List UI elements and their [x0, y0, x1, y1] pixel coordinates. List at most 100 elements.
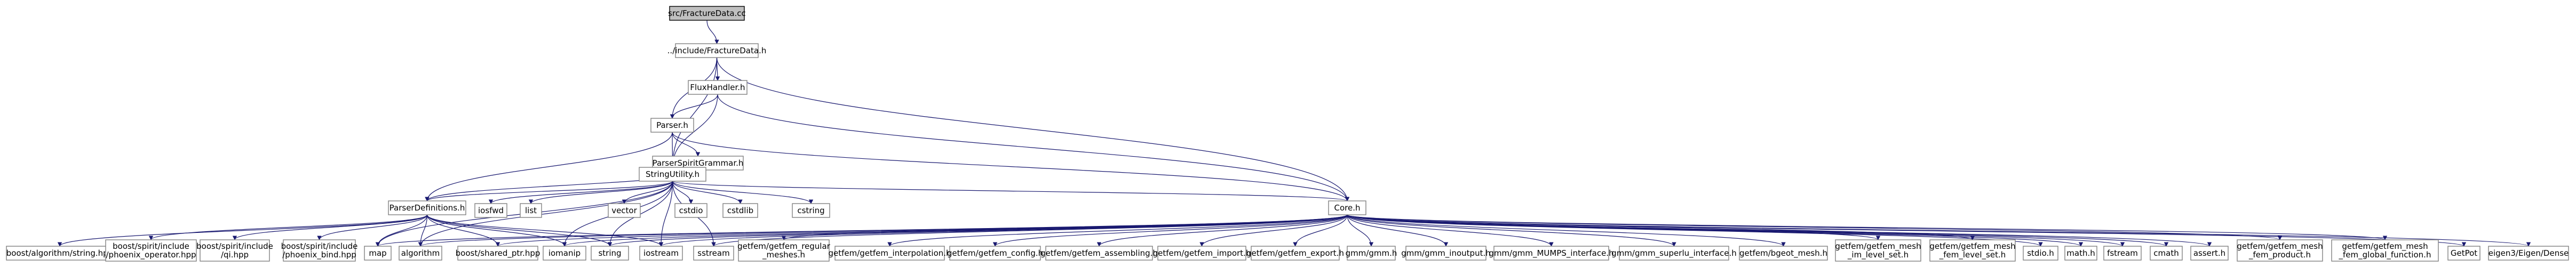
- edge-fracture-data-to-core: [716, 57, 1350, 201]
- node-box: [1347, 246, 1396, 261]
- edge-parser-definitions-to-boost-phoenix-bind: [317, 214, 428, 240]
- edge-string-utility-to-core: [672, 181, 1349, 201]
- node-label: GetPot: [2451, 248, 2477, 258]
- edge-core-to-string: [608, 214, 1348, 247]
- node-box: [474, 203, 507, 218]
- node-boost-qi[interactable]: boost/spirit/include/qi.hpp: [196, 239, 273, 262]
- node-label: FluxHandler.h: [690, 83, 745, 92]
- node-gmm-superlu[interactable]: gmm/gmm_superlu_interface.h: [1611, 246, 1737, 261]
- node-boost-phoenix-operator[interactable]: boost/spirit/include/phoenix_operator.hp…: [105, 239, 197, 262]
- node-label: /qi.hpp: [221, 250, 249, 260]
- node-math[interactable]: math.h: [2064, 246, 2097, 261]
- node-label: getfem/bgeot_mesh.h: [1739, 248, 1827, 258]
- node-label: src/FractureData.cc: [668, 9, 746, 18]
- node-fstream[interactable]: fstream: [2103, 246, 2142, 261]
- node-box: [105, 239, 197, 262]
- node-box: [1405, 246, 1486, 261]
- edge-core-to-assert: [1347, 214, 2212, 247]
- node-cmath[interactable]: cmath: [2150, 246, 2183, 261]
- node-stdio[interactable]: stdio.h: [2023, 246, 2058, 261]
- node-getfem-assembling[interactable]: getfem/getfem_assembling.h: [1040, 246, 1158, 261]
- node-label: cstring: [797, 206, 824, 215]
- node-getfem-import[interactable]: getfem/getfem_import.h: [1153, 246, 1251, 261]
- node-box: [949, 246, 1041, 261]
- node-getfem-interpolation[interactable]: getfem/getfem_interpolation.h: [828, 246, 951, 261]
- edge-flux-handler-to-string-utility: [670, 94, 718, 168]
- edge-fracture-data-to-string-utility: [670, 57, 718, 168]
- node-box: [457, 246, 538, 261]
- node-box: [688, 80, 748, 95]
- edge-core-to-eigen-dense: [1347, 214, 2531, 247]
- node-sstream[interactable]: sstream: [693, 246, 734, 261]
- node-box: [2331, 239, 2439, 262]
- node-parser[interactable]: Parser.h: [650, 118, 694, 133]
- edge-core-to-getfem-interpolation: [887, 214, 1348, 247]
- node-label: fstream: [2107, 248, 2138, 258]
- node-box: [1739, 246, 1828, 261]
- edge-string-utility-to-iostream: [658, 181, 673, 247]
- node-boost-algo-string[interactable]: boost/algorithm/string.hpp: [6, 246, 114, 261]
- node-fracture-data[interactable]: ../include/FractureData.h: [667, 43, 767, 58]
- node-label: getfem/getfem_assembling.h: [1040, 248, 1158, 258]
- node-cstdlib[interactable]: cstdlib: [722, 203, 758, 218]
- node-box: [738, 239, 830, 262]
- node-box: [2488, 246, 2569, 261]
- edge-parser-definitions-to-boost-phoenix-operator: [148, 214, 428, 240]
- node-box: [388, 200, 466, 215]
- node-label: string: [598, 248, 621, 258]
- node-getfem-export[interactable]: getfem/getfem_export.h: [1246, 246, 1344, 261]
- node-getfem-config[interactable]: getfem/getfem_config.h: [947, 246, 1043, 261]
- node-flux-handler[interactable]: FluxHandler.h: [688, 80, 748, 95]
- node-getfem-mesh-fem-level-set[interactable]: getfem/getfem_mesh_fem_level_set.h: [1929, 239, 2016, 262]
- node-box: [364, 246, 392, 261]
- edge-flux-handler-to-core: [717, 94, 1350, 201]
- node-getfem-mesh-im-level-set[interactable]: getfem/getfem_mesh_im_level_set.h: [1835, 239, 1921, 262]
- node-getfem-regular-meshes[interactable]: getfem/getfem_regular_meshes.h: [737, 239, 831, 262]
- node-gmm-inoutput[interactable]: gmm/gmm_inoutput.h: [1401, 246, 1491, 261]
- node-getfem-bgeot[interactable]: getfem/bgeot_mesh.h: [1739, 246, 1828, 261]
- node-parser-definitions[interactable]: ParserDefinitions.h: [388, 200, 466, 215]
- edge-core-to-map: [376, 214, 1348, 247]
- edge-parser-definitions-to-map: [375, 214, 428, 247]
- node-get-pot[interactable]: GetPot: [2447, 246, 2480, 261]
- node-cstdio[interactable]: cstdio: [674, 203, 707, 218]
- node-box: [2103, 246, 2142, 261]
- node-vector[interactable]: vector: [608, 203, 641, 218]
- node-iostream[interactable]: iostream: [639, 246, 683, 261]
- edge-core-to-getfem-config: [992, 214, 1348, 247]
- node-boost-shared-ptr[interactable]: boost/shared_ptr.hpp: [456, 246, 540, 261]
- node-getfem-mesh-fem-global[interactable]: getfem/getfem_mesh_fem_global_function.h: [2331, 239, 2439, 262]
- node-iosfwd[interactable]: iosfwd: [474, 203, 507, 218]
- node-label: StringUtility.h: [646, 169, 699, 179]
- node-gmm-mumps[interactable]: gmm/gmm_MUMPS_interface.h: [1489, 246, 1614, 261]
- node-boost-phoenix-bind[interactable]: boost/spirit/include/phoenix_bind.hpp: [281, 239, 358, 262]
- node-gmm[interactable]: gmm/gmm.h: [1346, 246, 1397, 261]
- node-label: map: [369, 248, 386, 258]
- node-assert[interactable]: assert.h: [2190, 246, 2229, 261]
- node-label: /phoenix_operator.hpp: [106, 250, 196, 260]
- node-box: [834, 246, 945, 261]
- node-string-utility[interactable]: StringUtility.h: [639, 167, 706, 182]
- node-algorithm[interactable]: algorithm: [399, 246, 442, 261]
- edge-core-to-getfem-assembling: [1096, 214, 1348, 247]
- node-cstring[interactable]: cstring: [792, 203, 830, 218]
- edge-parser-definitions-to-iomanip: [426, 214, 567, 247]
- node-core[interactable]: Core.h: [1328, 200, 1366, 215]
- node-label: sstream: [697, 248, 729, 258]
- edge-core-to-getfem-import: [1199, 214, 1348, 247]
- node-box: [722, 203, 758, 218]
- node-label: algorithm: [401, 248, 440, 258]
- node-box: [520, 203, 542, 218]
- node-label: assert.h: [2193, 248, 2225, 258]
- node-list[interactable]: list: [520, 203, 542, 218]
- node-root[interactable]: src/FractureData.cc: [668, 6, 746, 21]
- node-box: [2150, 246, 2183, 261]
- node-map[interactable]: map: [364, 246, 392, 261]
- node-iomanip[interactable]: iomanip: [543, 246, 586, 261]
- node-label: _fem_global_function.h: [2339, 250, 2431, 260]
- node-eigen-dense[interactable]: eigen3/Eigen/Dense: [2488, 246, 2569, 261]
- node-box: [792, 203, 830, 218]
- node-label: ParserDefinitions.h: [389, 203, 465, 213]
- node-string[interactable]: string: [591, 246, 629, 261]
- node-getfem-mesh-fem-product[interactable]: getfem/getfem_mesh_fem_product.h: [2237, 239, 2323, 262]
